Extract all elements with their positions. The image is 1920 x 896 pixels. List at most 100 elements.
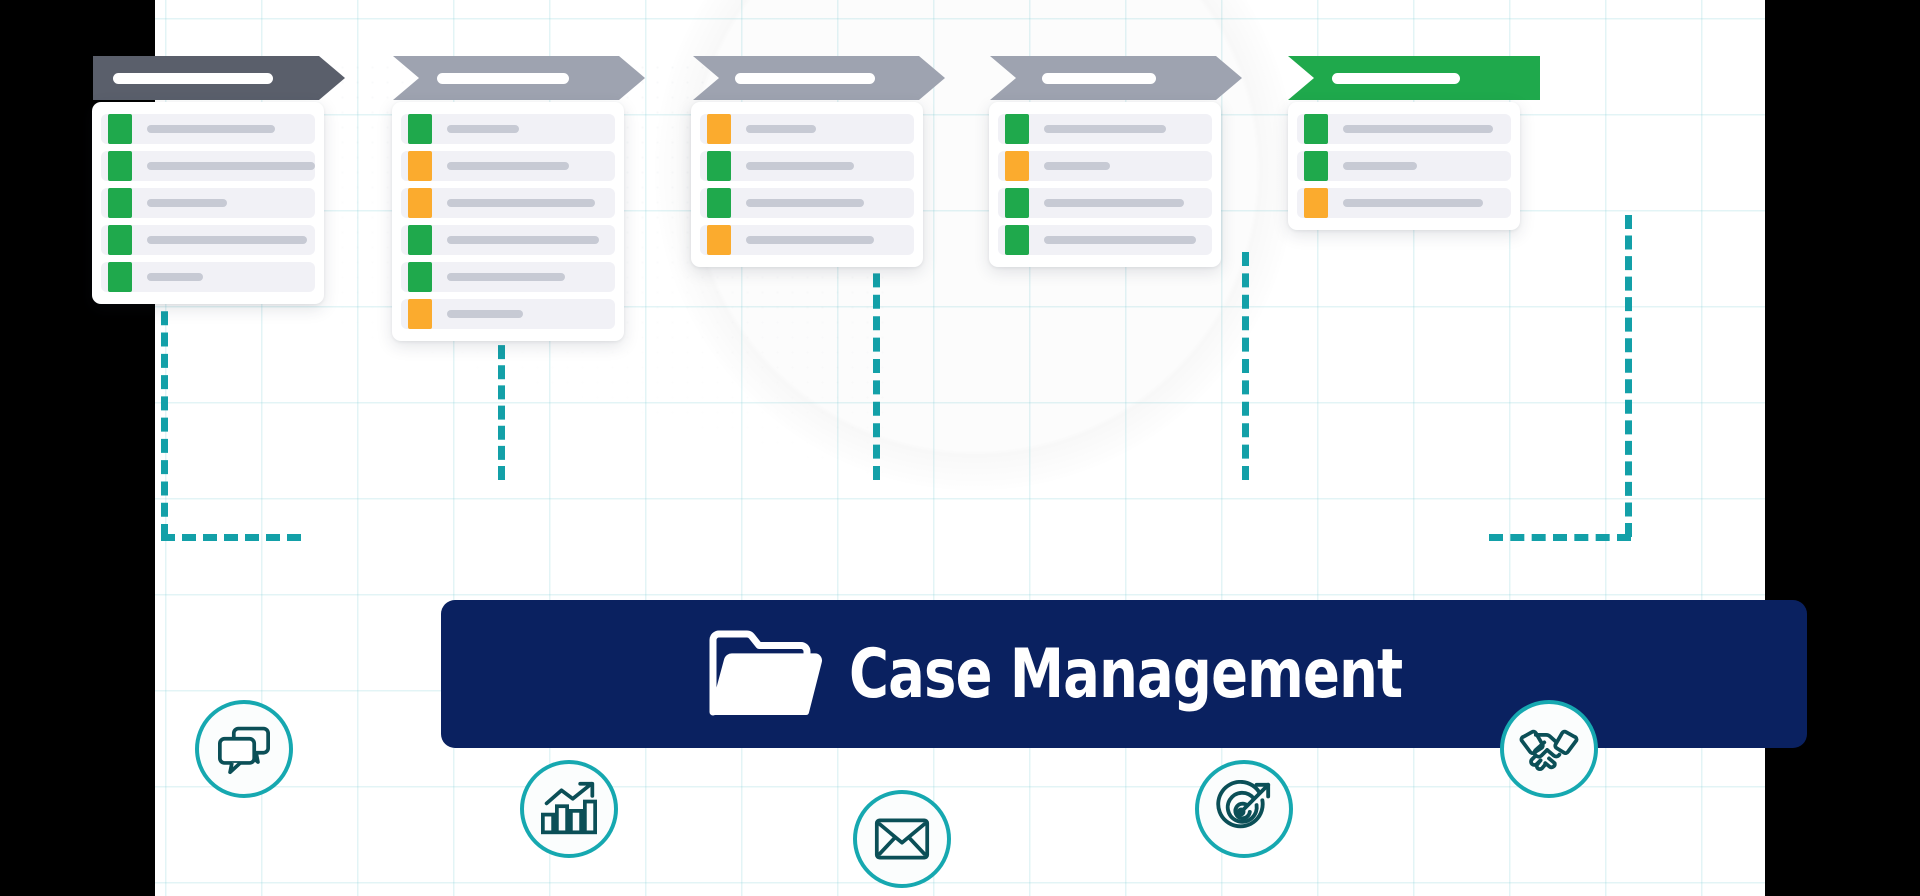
status-swatch-green-icon	[108, 151, 132, 181]
envelope-icon	[874, 818, 930, 860]
status-swatch-green-icon	[1005, 225, 1029, 255]
status-swatch-green-icon	[408, 114, 432, 144]
handshake-icon	[1519, 729, 1579, 771]
row-placeholder-bar	[1044, 125, 1166, 133]
folder-icon	[707, 622, 823, 727]
connector-elbow-left	[161, 534, 301, 541]
row-placeholder-bar	[1343, 199, 1483, 207]
card-row[interactable]	[101, 262, 315, 292]
connector-line-3	[873, 252, 880, 480]
card-row[interactable]	[101, 225, 315, 255]
status-swatch-green-icon	[108, 114, 132, 144]
status-swatch-green-icon	[707, 188, 731, 218]
card-row[interactable]	[401, 299, 615, 329]
stage-header-5[interactable]	[1288, 56, 1540, 100]
bar-chart-growth-icon	[541, 781, 597, 835]
row-placeholder-bar	[746, 125, 816, 133]
stage-header-3[interactable]	[693, 56, 945, 100]
row-placeholder-bar	[147, 162, 315, 170]
stage-header-2[interactable]	[393, 56, 645, 100]
mail-icon[interactable]	[853, 790, 951, 888]
card-row[interactable]	[1297, 114, 1511, 144]
card-row[interactable]	[700, 114, 914, 144]
status-swatch-green-icon	[108, 225, 132, 255]
connector-elbow-right	[1489, 534, 1631, 541]
stage-header-bar-1	[113, 73, 273, 84]
card-row[interactable]	[401, 262, 615, 292]
target-arrow-icon	[1216, 780, 1271, 829]
status-swatch-green-icon	[408, 262, 432, 292]
stage-card-1[interactable]	[92, 102, 324, 304]
row-placeholder-bar	[447, 236, 599, 244]
row-placeholder-bar	[1343, 162, 1417, 170]
status-swatch-orange-icon	[707, 225, 731, 255]
page-title: Case Management	[849, 634, 1403, 714]
stage-card-2[interactable]	[392, 102, 624, 341]
status-swatch-green-icon	[1304, 151, 1328, 181]
row-placeholder-bar	[746, 162, 854, 170]
stage-header-bar-5	[1332, 72, 1460, 84]
status-swatch-green-icon	[408, 225, 432, 255]
handshake-icon[interactable]	[1500, 700, 1598, 798]
card-row[interactable]	[101, 151, 315, 181]
connector-line-2	[498, 325, 505, 480]
status-swatch-green-icon	[1005, 114, 1029, 144]
stage-header-bar-4	[1042, 73, 1156, 84]
status-swatch-green-icon	[1005, 188, 1029, 218]
stage-card-5[interactable]	[1288, 102, 1520, 230]
row-placeholder-bar	[746, 199, 864, 207]
status-swatch-green-icon	[108, 188, 132, 218]
row-placeholder-bar	[447, 125, 519, 133]
card-row[interactable]	[998, 114, 1212, 144]
status-swatch-orange-icon	[408, 188, 432, 218]
card-row[interactable]	[700, 188, 914, 218]
stage-card-3[interactable]	[691, 102, 923, 267]
card-row[interactable]	[401, 188, 615, 218]
stage-card-4[interactable]	[989, 102, 1221, 267]
card-row[interactable]	[401, 114, 615, 144]
row-placeholder-bar	[447, 273, 565, 281]
card-row[interactable]	[998, 188, 1212, 218]
row-placeholder-bar	[1044, 162, 1110, 170]
connector-line-1	[161, 290, 168, 538]
card-row[interactable]	[700, 151, 914, 181]
stage-header-4[interactable]	[990, 56, 1242, 100]
row-placeholder-bar	[746, 236, 874, 244]
status-swatch-orange-icon	[1005, 151, 1029, 181]
card-row[interactable]	[1297, 151, 1511, 181]
row-placeholder-bar	[447, 310, 523, 318]
row-placeholder-bar	[147, 273, 203, 281]
status-swatch-orange-icon	[408, 151, 432, 181]
card-row[interactable]	[700, 225, 914, 255]
case-management-banner[interactable]: Case Management	[441, 600, 1807, 748]
stage-header-bar-3	[735, 73, 875, 84]
row-placeholder-bar	[1044, 236, 1196, 244]
status-swatch-green-icon	[707, 151, 731, 181]
status-swatch-orange-icon	[408, 299, 432, 329]
row-placeholder-bar	[1044, 199, 1184, 207]
stage-header-bar-2	[437, 73, 569, 84]
row-placeholder-bar	[1343, 125, 1493, 133]
status-swatch-green-icon	[108, 262, 132, 292]
stage-header-1[interactable]	[93, 56, 345, 100]
card-row[interactable]	[101, 114, 315, 144]
chat-icon[interactable]	[195, 700, 293, 798]
card-row[interactable]	[998, 225, 1212, 255]
card-row[interactable]	[1297, 188, 1511, 218]
white-canvas: Case Management	[92, 0, 1807, 896]
row-placeholder-bar	[147, 199, 227, 207]
chat-bubbles-icon	[218, 726, 270, 775]
target-icon[interactable]	[1195, 760, 1293, 858]
card-row[interactable]	[101, 188, 315, 218]
connector-line-4	[1242, 252, 1249, 480]
connector-line-5	[1625, 215, 1632, 537]
card-row[interactable]	[998, 151, 1212, 181]
growth-chart-icon[interactable]	[520, 760, 618, 858]
card-row[interactable]	[401, 225, 615, 255]
card-row[interactable]	[401, 151, 615, 181]
row-placeholder-bar	[447, 162, 569, 170]
status-swatch-orange-icon	[1304, 188, 1328, 218]
row-placeholder-bar	[447, 199, 595, 207]
row-placeholder-bar	[147, 125, 275, 133]
